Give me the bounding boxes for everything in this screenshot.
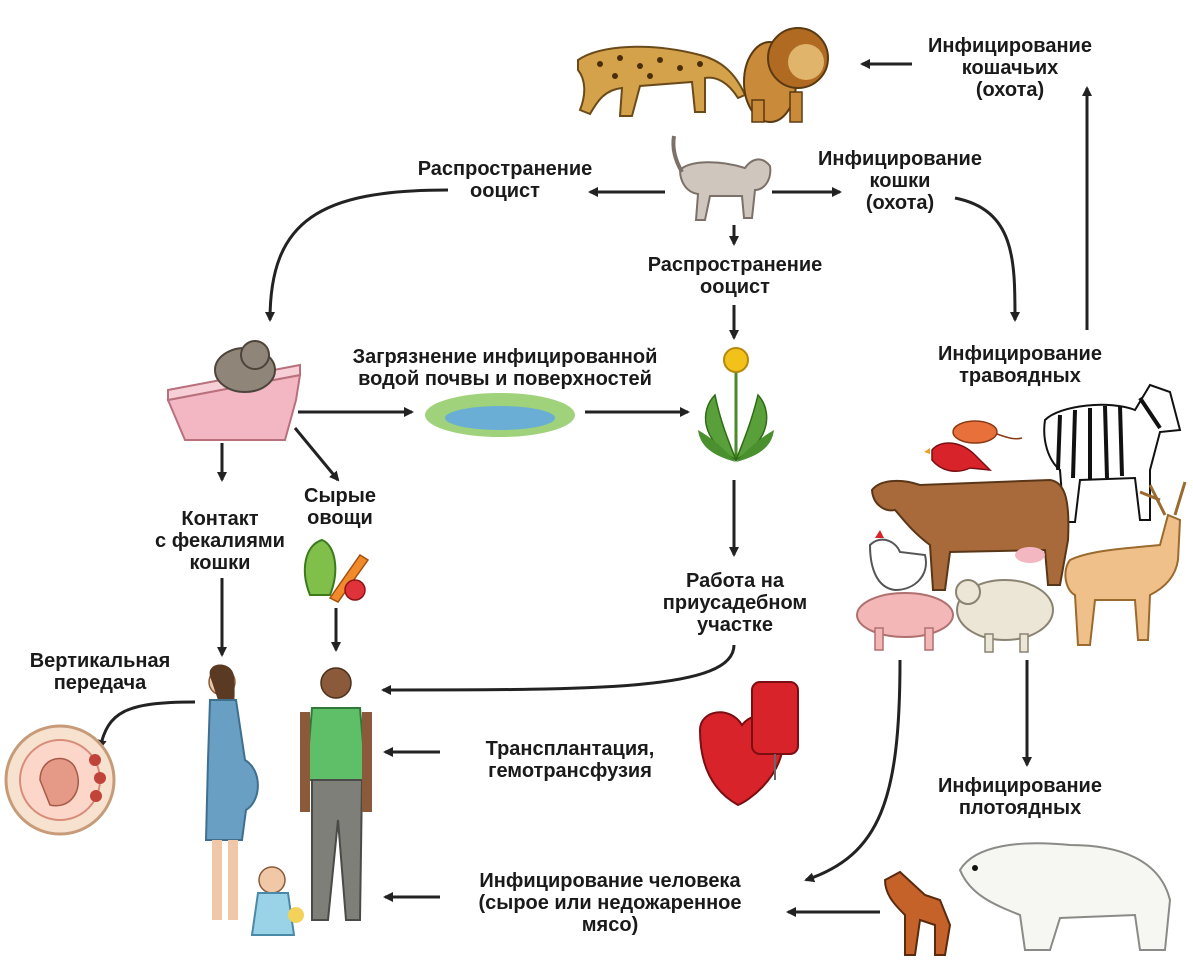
felid-infection-line-3: (охота): [915, 79, 1105, 101]
herbivore-infection-label: Инфицирование травоядных: [905, 343, 1135, 387]
herbivore-infection-line-2: травоядных: [905, 365, 1135, 387]
vertical-transmission-line-2: передача: [5, 672, 195, 694]
vertical-transmission-line-1: Вертикальная: [5, 650, 195, 672]
herbivore-infection-line-1: Инфицирование: [905, 343, 1135, 365]
oocyst-spread-center-line-2: ооцист: [620, 276, 850, 298]
jaguar-icon: [578, 47, 745, 116]
arrow-to-fetus: [100, 702, 195, 748]
gardening-line-1: Работа на: [645, 570, 825, 592]
arrow-oocysts-to-litterbox: [270, 190, 448, 320]
cat-feces-contact-line-3: кошки: [140, 552, 300, 574]
raw-vegetables-line-2: овощи: [290, 507, 390, 529]
felid-infection-line-2: кошачьих: [915, 57, 1105, 79]
oocyst-spread-center-label: Распространение ооцист: [620, 254, 850, 298]
arrow-to-herbivores: [955, 198, 1015, 320]
cat-icon: [673, 136, 770, 220]
pond-icon: [425, 393, 575, 437]
fox-icon: [885, 872, 950, 955]
cat-feces-contact-label: Контакт с фекалиями кошки: [140, 508, 300, 574]
cat-feces-contact-line-1: Контакт: [140, 508, 300, 530]
carnivore-infection-line-1: Инфицирование: [905, 775, 1135, 797]
carnivore-infection-label: Инфицирование плотоядных: [905, 775, 1135, 819]
transplant-line-2: гемотрансфузия: [455, 760, 685, 782]
litter-box-icon: [168, 341, 300, 440]
soil-contamination-line-2: водой почвы и поверхностей: [300, 368, 710, 390]
transplant-line-1: Трансплантация,: [455, 738, 685, 760]
oocyst-spread-left-label: Распространение ооцист: [390, 158, 620, 202]
gardening-line-2: приусадебном: [645, 592, 825, 614]
deer-icon: [1065, 482, 1185, 645]
mouse-icon: [953, 421, 1022, 443]
bird-icon: [924, 443, 990, 471]
cat-infection-line-2: кошки: [790, 170, 1010, 192]
man-icon: [300, 668, 372, 920]
carnivore-infection-line-2: плотоядных: [905, 797, 1135, 819]
raw-vegetables-line-1: Сырые: [290, 485, 390, 507]
gardening-label: Работа на приусадебном участке: [645, 570, 825, 636]
arrow-gardening-to-man: [383, 645, 734, 690]
polar-bear-icon: [960, 843, 1170, 950]
oocyst-spread-left-line-1: Распространение: [390, 158, 620, 180]
felid-infection-label: Инфицирование кошачьих (охота): [915, 35, 1105, 101]
transplant-label: Трансплантация, гемотрансфузия: [455, 738, 685, 782]
sheep-icon: [956, 580, 1053, 652]
human-infection-line-2: (сырое или недожаренное: [440, 892, 780, 914]
fetus-icon: [6, 726, 114, 834]
oocyst-spread-left-line-2: ооцист: [390, 180, 620, 202]
vegetables-icon: [305, 540, 368, 602]
human-infection-line-1: Инфицирование человека: [440, 870, 780, 892]
felid-infection-line-1: Инфицирование: [915, 35, 1105, 57]
chicken-icon: [870, 530, 926, 590]
arrow-litterbox-to-vegetables: [295, 428, 338, 480]
arrow-herbivores-to-human: [806, 660, 900, 880]
soil-contamination-line-1: Загрязнение инфицированной: [300, 346, 710, 368]
cat-infection-label: Инфицирование кошки (охота): [790, 148, 1010, 214]
cat-infection-line-1: Инфицирование: [790, 148, 1010, 170]
cat-infection-line-3: (охота): [790, 192, 1010, 214]
cat-feces-contact-line-2: с фекалиями: [140, 530, 300, 552]
pregnant-woman-icon: [206, 664, 258, 920]
gardening-line-3: участке: [645, 614, 825, 636]
raw-vegetables-label: Сырые овощи: [290, 485, 390, 529]
oocyst-spread-center-line-1: Распространение: [620, 254, 850, 276]
baby-icon: [252, 867, 304, 935]
soil-contamination-label: Загрязнение инфицированной водой почвы и…: [300, 346, 710, 390]
pig-icon: [857, 593, 953, 650]
human-infection-line-3: мясо): [440, 914, 780, 936]
lion-icon: [744, 28, 828, 122]
vertical-transmission-label: Вертикальная передача: [5, 650, 195, 694]
human-infection-label: Инфицирование человека (сырое или недожа…: [440, 870, 780, 936]
